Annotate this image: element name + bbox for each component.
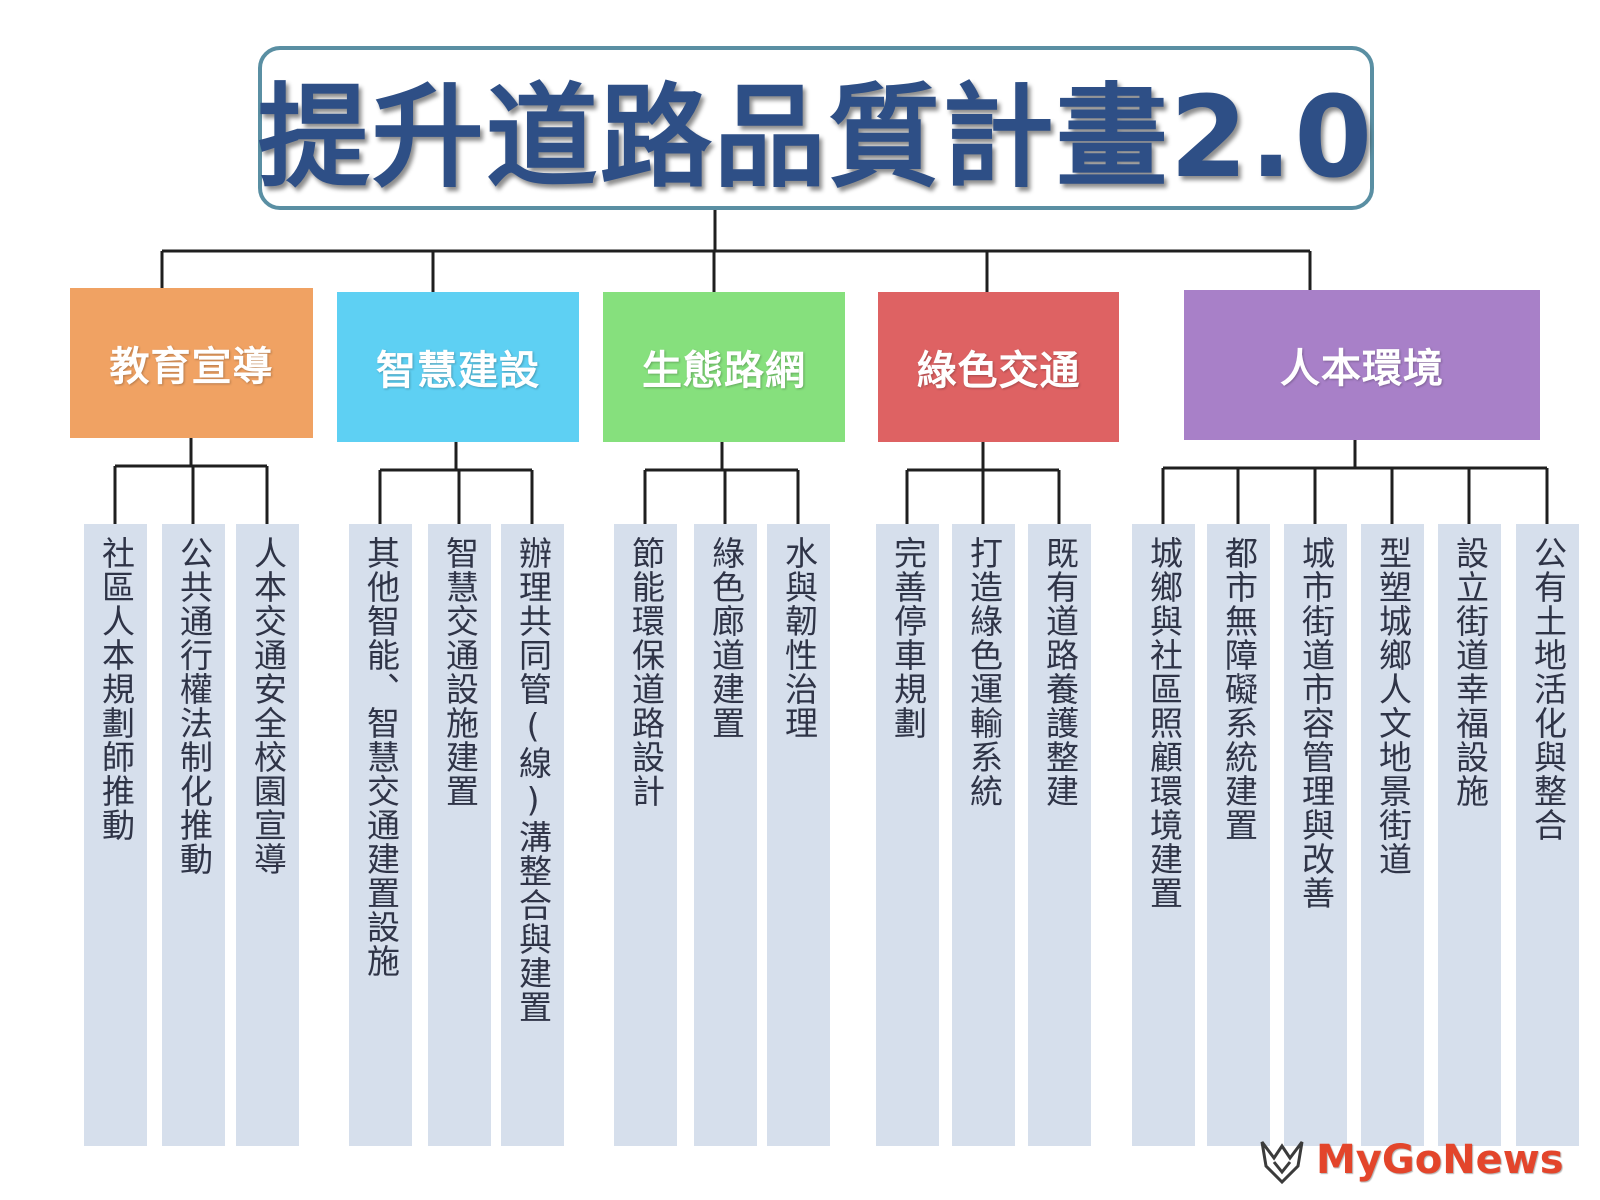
leaf-item: 公有土地活化與整合 xyxy=(1516,524,1579,1146)
leaf-item: 人本交通安全校園宣導 xyxy=(236,524,299,1146)
leaf-item: 水與韌性治理 xyxy=(767,524,830,1146)
leaf-item-label: 水與韌性治理 xyxy=(779,536,819,740)
category-label: 人本環境 xyxy=(1280,346,1444,392)
leaf-item: 打造綠色運輸系統 xyxy=(952,524,1015,1146)
leaf-item-label: 都市無障礙系統建置 xyxy=(1219,536,1259,842)
leaf-item: 型塑城鄉人文地景街道 xyxy=(1361,524,1424,1146)
leaf-item-label: 其他智能、智慧交通建置設施 xyxy=(361,536,401,978)
leaf-item: 智慧交通設施建置 xyxy=(428,524,491,1146)
title-box: 提升道路品質計畫2.0 xyxy=(258,46,1374,210)
leaf-item-label: 型塑城鄉人文地景街道 xyxy=(1373,536,1413,876)
leaf-item: 其他智能、智慧交通建置設施 xyxy=(349,524,412,1146)
leaf-item: 節能環保道路設計 xyxy=(614,524,677,1146)
leaf-item: 城市街道市容管理與改善 xyxy=(1284,524,1347,1146)
leaf-item: 完善停車規劃 xyxy=(876,524,939,1146)
leaf-item: 設立街道幸福設施 xyxy=(1438,524,1501,1146)
leaf-item: 辦理共同管(線)溝整合與建置 xyxy=(501,524,564,1146)
leaf-item-label: 設立街道幸福設施 xyxy=(1450,536,1490,808)
leaf-item-label: 打造綠色運輸系統 xyxy=(964,536,1004,808)
category-box-3: 生態路網 xyxy=(603,292,845,442)
mygonews-logo-icon xyxy=(1254,1132,1310,1188)
leaf-item: 社區人本規劃師推動 xyxy=(84,524,147,1146)
leaf-item: 都市無障礙系統建置 xyxy=(1207,524,1270,1146)
category-box-4: 綠色交通 xyxy=(878,292,1119,442)
category-box-2: 智慧建設 xyxy=(337,292,579,442)
leaf-item-label: 人本交通安全校園宣導 xyxy=(248,536,288,876)
leaf-item-label: 智慧交通設施建置 xyxy=(440,536,480,808)
mygonews-logo: MyGoNews xyxy=(1254,1130,1590,1190)
category-box-1: 教育宣導 xyxy=(70,288,313,438)
mygonews-brand: MyGoNews xyxy=(1316,1137,1564,1183)
category-box-5: 人本環境 xyxy=(1184,290,1540,440)
category-label: 智慧建設 xyxy=(376,348,540,394)
chart-title: 提升道路品質計畫2.0 xyxy=(257,73,1375,203)
leaf-item-label: 社區人本規劃師推動 xyxy=(96,536,136,842)
leaf-item-label: 公共通行權法制化推動 xyxy=(174,536,214,876)
category-label: 生態路網 xyxy=(642,348,806,394)
leaf-item-label: 城市街道市容管理與改善 xyxy=(1296,536,1336,910)
leaf-item: 城鄉與社區照顧環境建置 xyxy=(1132,524,1195,1146)
leaf-item: 公共通行權法制化推動 xyxy=(162,524,225,1146)
leaf-item: 既有道路養護整建 xyxy=(1028,524,1091,1146)
leaf-item: 綠色廊道建置 xyxy=(694,524,757,1146)
category-label: 綠色交通 xyxy=(916,348,1081,394)
leaf-item-label: 既有道路養護整建 xyxy=(1040,536,1080,808)
category-label: 教育宣導 xyxy=(109,344,274,390)
leaf-item-label: 節能環保道路設計 xyxy=(626,536,666,808)
leaf-item-label: 城鄉與社區照顧環境建置 xyxy=(1144,536,1184,910)
leaf-item-label: 公有土地活化與整合 xyxy=(1528,536,1568,842)
leaf-item-label: 完善停車規劃 xyxy=(888,536,928,740)
leaf-item-label: 辦理共同管(線)溝整合與建置 xyxy=(513,536,553,1024)
leaf-item-label: 綠色廊道建置 xyxy=(706,536,746,740)
